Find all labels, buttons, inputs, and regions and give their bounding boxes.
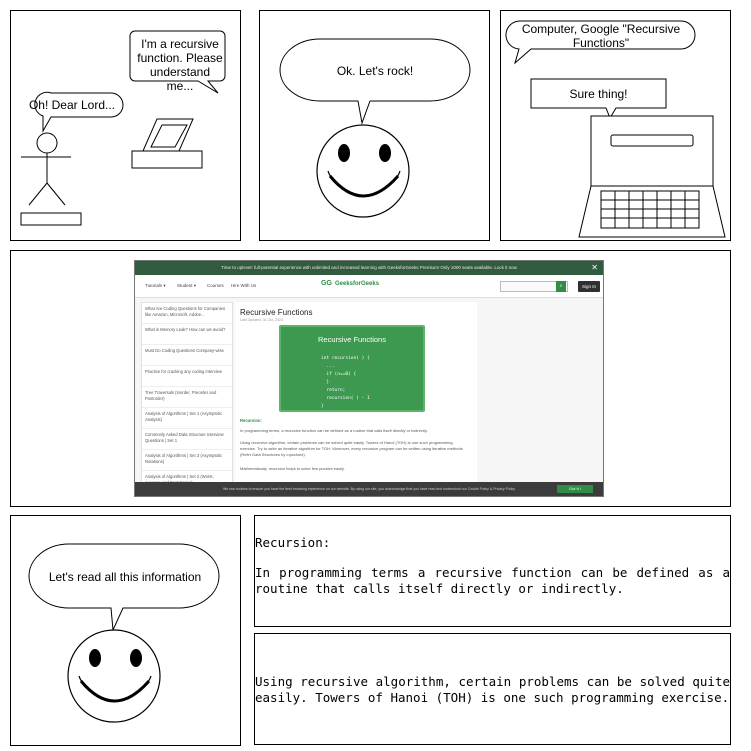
close-icon[interactable]: ✕ [591,263,598,272]
stick-figure [21,132,71,206]
site-logo[interactable]: GeeksforGeeks [335,281,380,287]
person-speech-text: Oh! Dear Lord... [28,98,116,112]
nav-student[interactable]: Student ▾ [177,283,197,288]
site-navbar: Tutorials ▾ Student ▾ Courses Hire With … [135,275,603,298]
comic-panel-7: Using recursive algorithm, certain probl… [254,633,731,745]
nav-courses[interactable]: Courses [207,283,224,288]
nav-hire[interactable]: Hire With Us [231,283,257,288]
figure-pedestal [20,212,82,226]
hero-image-code: int recursion( ) { ... if (n==0) { } ret… [321,356,370,409]
laptop-drawing [131,118,203,169]
sidebar-item[interactable]: What is Memory Leak? How can we avoid? [142,324,232,345]
cookie-accept-button[interactable]: Got It ! [557,485,593,493]
sidebar: What Are Coding Questions for Companies … [141,302,233,492]
article-hero-image: Recursive Functions int recursion( ) { .… [279,325,425,412]
article-paragraph-2: Using recursive algorithm, certain probl… [240,440,463,457]
smiley-face-icon [67,629,161,723]
search-icon[interactable]: ⌕ [556,281,566,292]
article-paragraph-1: In programming terms, a recursive functi… [240,428,428,433]
sign-in-button[interactable]: Sign In [578,281,600,292]
comic-panel-2: Ok. Let's rock! [259,10,490,241]
cookie-banner: We use cookies to ensure you have the be… [135,482,603,496]
article: Recursive Functions Last Updated: 31 Oct… [235,302,477,482]
computer-speech-bubble [530,78,667,120]
person-speech-bubble [34,91,124,133]
comic-panel-1: I'm a recursive function. Please underst… [10,10,241,241]
person-speech-bubble [505,20,696,65]
search-input[interactable] [500,281,568,292]
function-speech-text: I'm a recursive function. Please underst… [137,37,223,93]
article-date: Last Updated: 31 Oct, 2023 [240,318,283,322]
recursion-definition: In programming terms a recursive functio… [255,565,730,596]
sidebar-item[interactable]: Analysis of Algorithms | Set 1 (Asymptot… [142,408,232,429]
panel-5-drawing [28,543,220,723]
speech-bubble [28,543,220,632]
panel-3-drawing [505,20,726,238]
function-speech-bubble [129,30,226,94]
smiley-face-icon [316,124,410,218]
nav-tutorials[interactable]: Tutorials ▾ [145,283,166,288]
cookie-text: We use cookies to ensure you have the be… [223,487,515,491]
article-paragraph-3: Mathematically, recursion helps to solve… [240,466,345,471]
banner-text: Time to uplevel: full-potential experien… [221,265,517,270]
recursion-heading: Recursion: [255,535,331,550]
person-speech-text: Computer, Google "Recursive Functions" [521,22,681,50]
sidebar-item[interactable]: What Are Coding Questions for Companies … [142,303,232,324]
recursive-algorithm-text: Using recursive algorithm, certain probl… [255,674,730,705]
website-screenshot: Time to uplevel: full-potential experien… [134,260,604,497]
computer-drawing [578,115,726,238]
sidebar-item[interactable]: Practice for cracking any coding intervi… [142,366,232,387]
comic-panel-5: Let's read all this information [10,515,241,746]
sidebar-item[interactable]: Tree Traversals (Inorder, Preorder and P… [142,387,232,408]
panel-1-drawing [20,30,226,226]
sidebar-item[interactable]: Commonly Asked Data Structure Interview … [142,429,232,450]
speech-text: Ok. Let's rock! [336,64,414,78]
article-section-heading: Recursion: [240,418,262,423]
comic-panel-3: Computer, Google "Recursive Functions" S… [500,10,731,241]
hero-image-title: Recursive Functions [318,335,386,344]
premium-banner: Time to uplevel: full-potential experien… [135,261,603,275]
article-title: Recursive Functions [240,308,313,317]
speech-bubble [279,38,471,125]
panel-2-drawing [279,38,471,218]
sidebar-item[interactable]: Analysis of Algorithms | Set 3 (Asymptot… [142,450,232,471]
comic-panel-6: Recursion: In programming terms a recurs… [254,515,731,627]
speech-text: Let's read all this information [48,570,202,584]
sidebar-item[interactable]: Must Do Coding Questions Company-wise [142,345,232,366]
computer-speech-text: Sure thing! [569,87,628,101]
geeksforgeeks-logo-icon[interactable]: GG [321,280,332,287]
